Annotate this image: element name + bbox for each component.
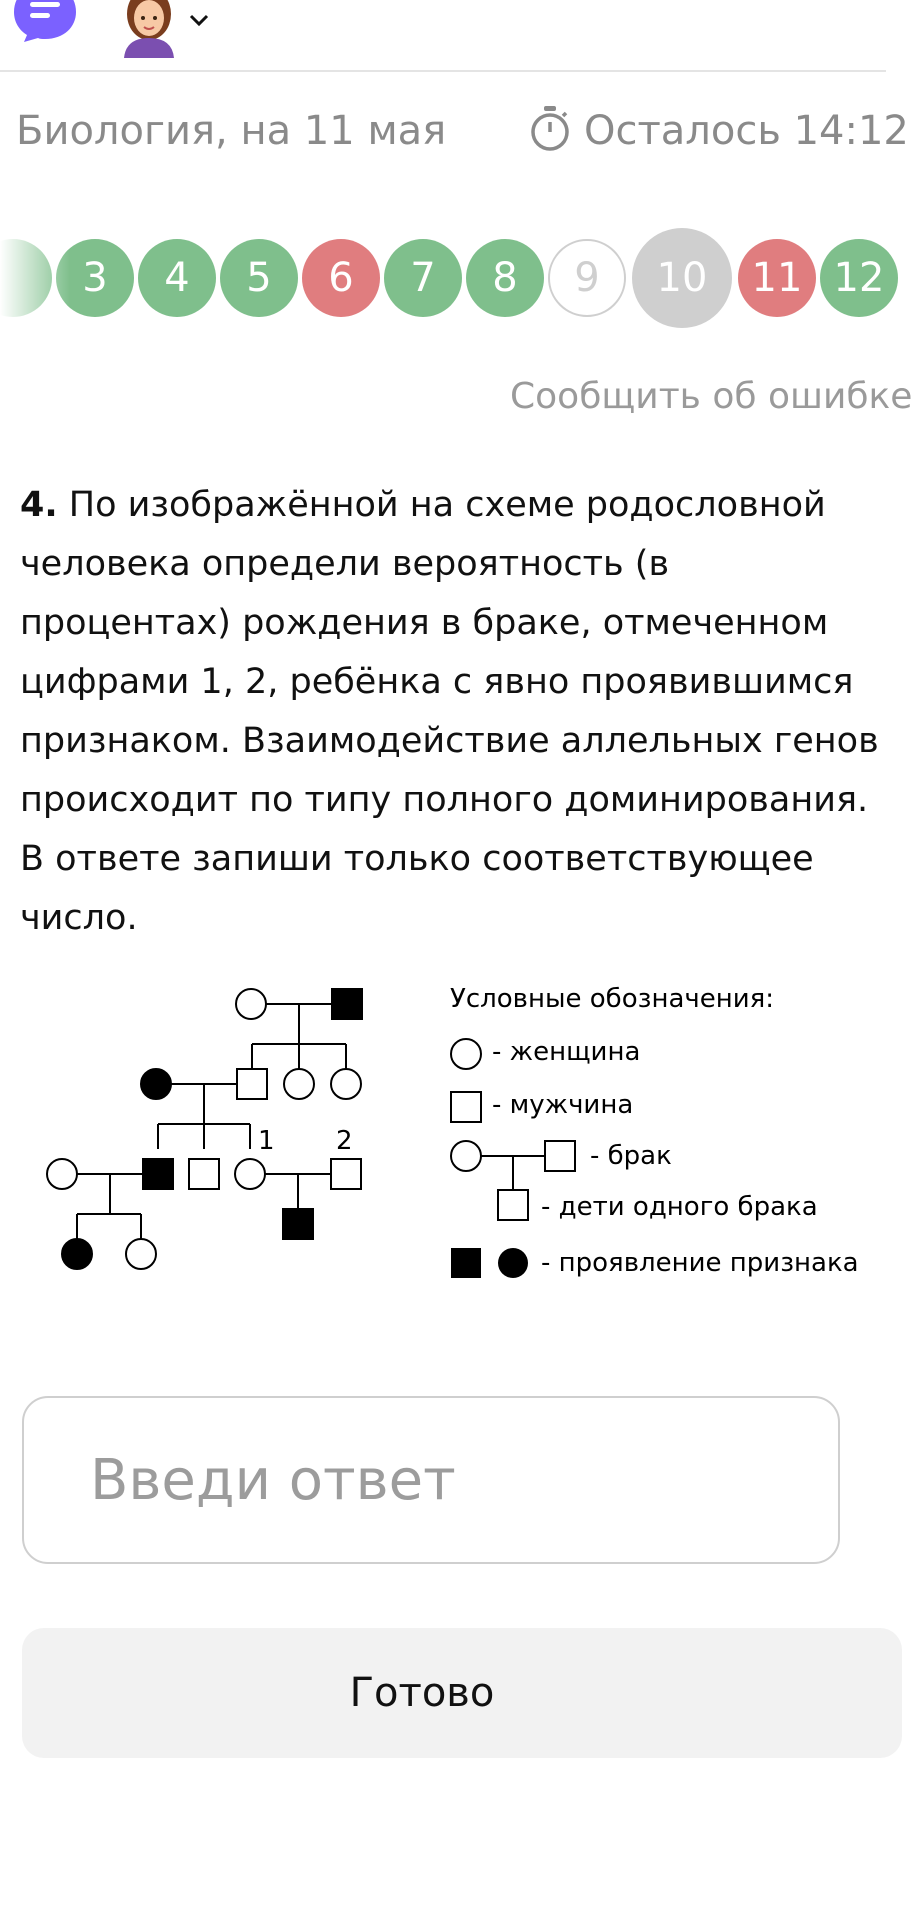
legend-trait: - проявление признака xyxy=(541,1248,859,1278)
male-affected xyxy=(331,988,363,1020)
avatar[interactable] xyxy=(118,0,180,58)
legend-female: - женщина xyxy=(492,1037,640,1067)
report-error-link[interactable]: Сообщить об ошибке xyxy=(510,376,912,417)
question-number: 4. xyxy=(20,485,58,525)
question-nav-item[interactable]: 12 xyxy=(820,239,898,317)
top-bar xyxy=(0,0,886,72)
answer-input[interactable] xyxy=(22,1396,840,1564)
subject-title: Биология, на 11 мая xyxy=(16,108,447,154)
legend-male: - мужчина xyxy=(492,1090,633,1120)
question-nav-item[interactable]: 6 xyxy=(302,239,380,317)
question-text: 4. По изображённой на схеме родословной … xyxy=(20,476,882,948)
female xyxy=(283,1068,315,1100)
male-2 xyxy=(330,1158,362,1190)
male xyxy=(236,1068,268,1100)
legend-trait-male-icon xyxy=(451,1248,481,1278)
female-affected xyxy=(140,1068,172,1100)
legend-trait-female-icon xyxy=(498,1248,528,1278)
question-nav-item[interactable]: 9 xyxy=(548,239,626,317)
question-nav-item-current[interactable]: 10 xyxy=(632,228,732,328)
legend-title: Условные обозначения: xyxy=(450,984,774,1014)
female xyxy=(125,1238,157,1270)
female xyxy=(330,1068,362,1100)
pedigree-diagram: 1 2 Условные обозначения: - женщина - му… xyxy=(46,984,859,1278)
female xyxy=(235,988,267,1020)
question-nav-item[interactable]: 5 xyxy=(220,239,298,317)
male-affected xyxy=(142,1158,174,1190)
nav-fade xyxy=(0,228,70,328)
legend-female-icon xyxy=(450,1038,482,1070)
male-affected xyxy=(282,1208,314,1240)
mark-1: 1 xyxy=(258,1126,275,1156)
legend-male-icon xyxy=(450,1091,482,1123)
chevron-down-icon[interactable] xyxy=(188,10,210,30)
question-nav-item[interactable]: 4 xyxy=(138,239,216,317)
legend-children: - дети одного брака xyxy=(541,1192,818,1222)
question-nav: 3 4 5 6 7 8 9 10 11 12 xyxy=(0,228,898,328)
time-remaining: Осталось 14:12 xyxy=(584,108,909,154)
female-affected xyxy=(61,1238,93,1270)
male xyxy=(188,1158,220,1190)
female-1 xyxy=(234,1158,266,1190)
female xyxy=(46,1158,78,1190)
legend-marriage: - брак xyxy=(590,1141,672,1171)
question-nav-item[interactable]: 11 xyxy=(738,239,816,317)
test-header: Биология, на 11 мая Осталось 14:12 xyxy=(0,100,909,170)
question-body: По изображённой на схеме родословной чел… xyxy=(20,485,879,938)
stopwatch-icon xyxy=(531,106,569,151)
mark-2: 2 xyxy=(336,1126,353,1156)
question-nav-item[interactable]: 7 xyxy=(384,239,462,317)
done-button[interactable]: Готово xyxy=(22,1628,902,1758)
chat-icon[interactable] xyxy=(12,0,78,42)
question-nav-item[interactable]: 8 xyxy=(466,239,544,317)
